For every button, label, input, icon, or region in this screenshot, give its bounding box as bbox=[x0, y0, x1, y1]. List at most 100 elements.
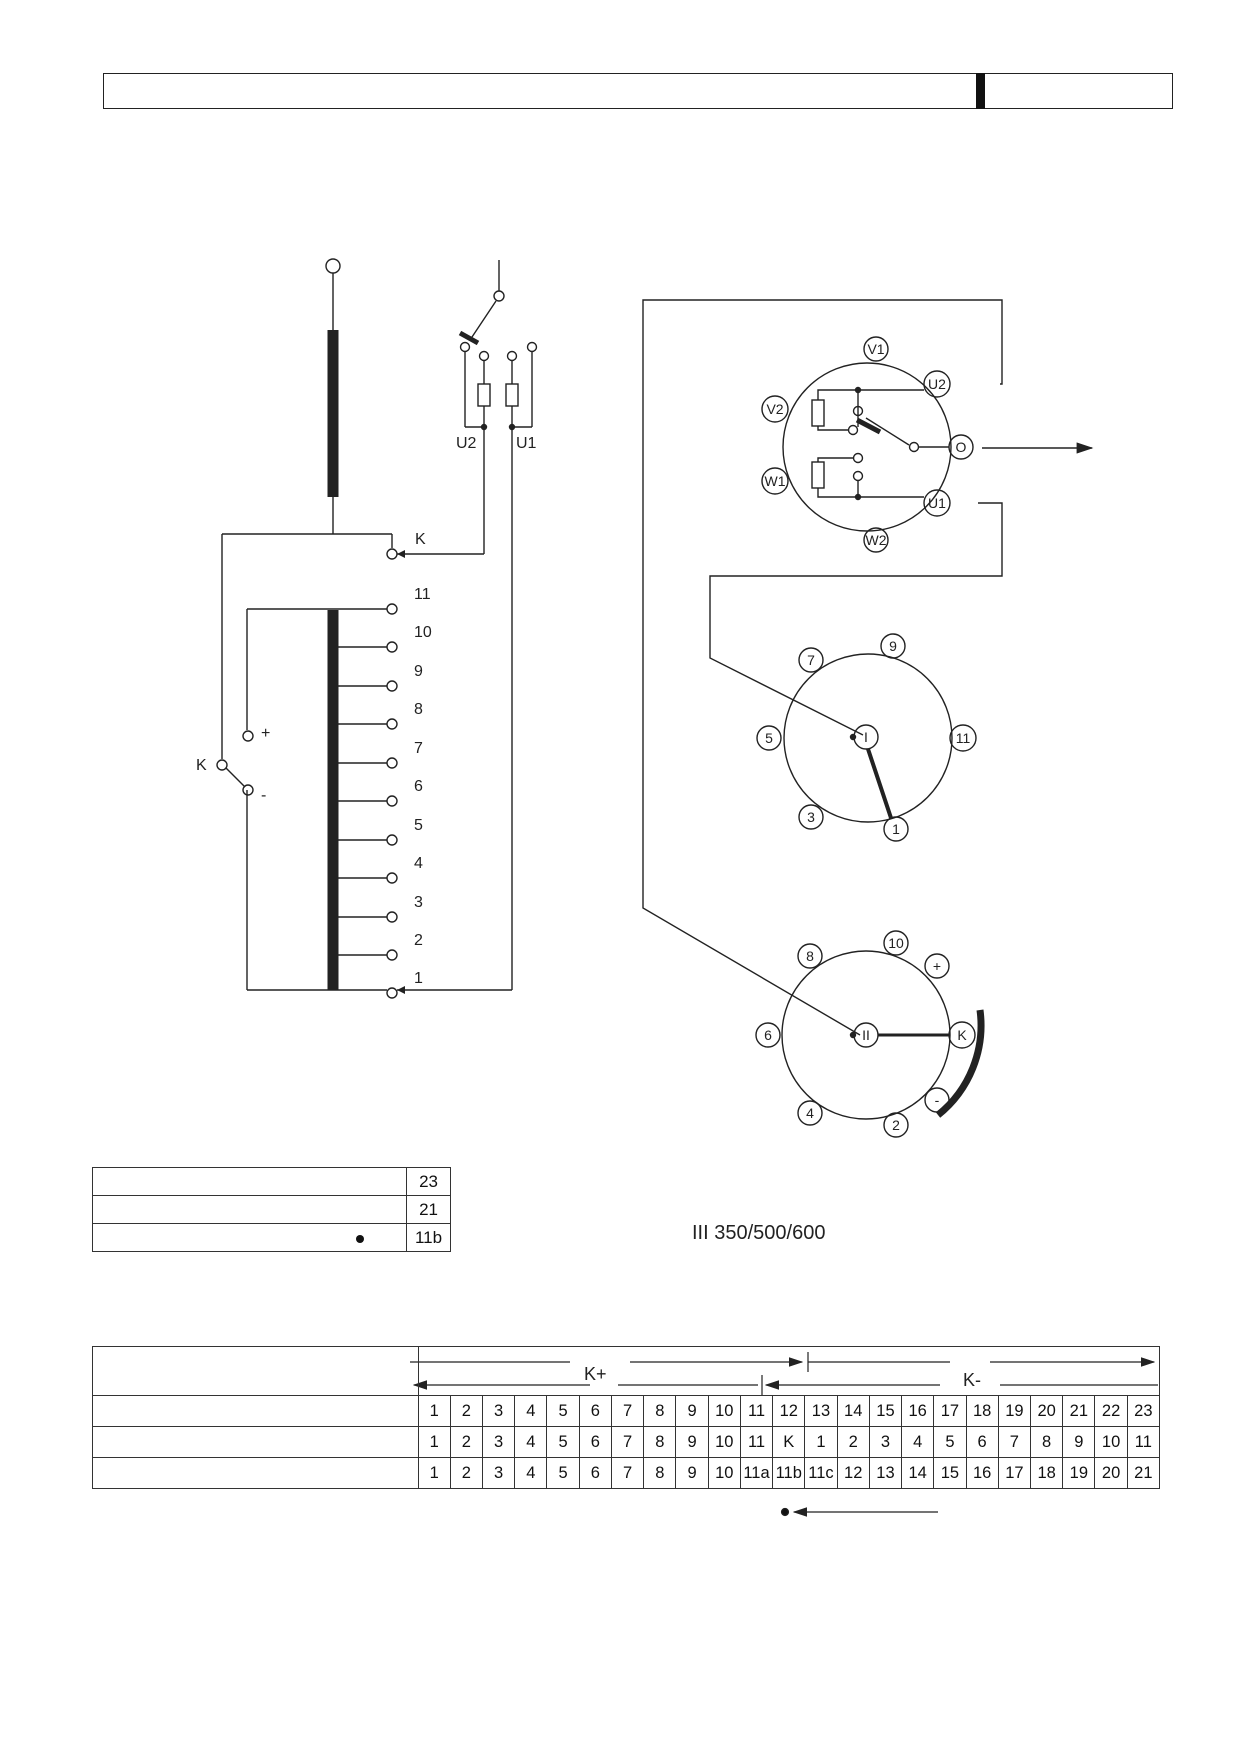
sequence-cell: 12 bbox=[836, 1457, 870, 1489]
label-3: 3 bbox=[807, 809, 815, 825]
sequence-cell: 10 bbox=[707, 1457, 741, 1489]
sequence-cell: 17 bbox=[997, 1457, 1032, 1489]
sequence-cell: 2 bbox=[836, 1426, 870, 1458]
switch-k-label: K bbox=[196, 757, 207, 774]
sequence-cell: 4 bbox=[514, 1457, 548, 1489]
sequence-cell: 8 bbox=[643, 1426, 677, 1458]
sequence-cell: 7 bbox=[610, 1395, 645, 1427]
model-label: III 350/500/600 bbox=[692, 1222, 826, 1244]
position-value: 21 bbox=[406, 1195, 451, 1224]
sequence-cell: 4 bbox=[514, 1426, 548, 1458]
sequence-cell: 6 bbox=[578, 1457, 612, 1489]
label-k: K bbox=[957, 1027, 967, 1043]
sequence-cell: 5 bbox=[546, 1395, 580, 1427]
left-circuit-labels: K U2 U1 K + - 11 10 9 8 7 6 5 4 3 2 1 bbox=[196, 435, 537, 987]
sequence-cell: 5 bbox=[546, 1426, 580, 1458]
label-plus: + bbox=[933, 958, 941, 974]
u1-label: U1 bbox=[516, 435, 537, 452]
k-label: K bbox=[415, 531, 426, 548]
sequence-cell: 4 bbox=[901, 1426, 935, 1458]
sequence-cell: 7 bbox=[997, 1426, 1032, 1458]
tap-label: 3 bbox=[414, 894, 423, 911]
sequence-cell: 20 bbox=[1094, 1457, 1128, 1489]
sequence-cell: 3 bbox=[482, 1395, 516, 1427]
sequence-cell: 11 bbox=[1126, 1426, 1161, 1458]
sequence-cell: 11b bbox=[772, 1457, 806, 1489]
sequence-cell: 8 bbox=[643, 1457, 677, 1489]
sequence-cell: 2 bbox=[449, 1426, 484, 1458]
sequence-cell: 15 bbox=[868, 1395, 903, 1427]
sequence-cell: 18 bbox=[1029, 1457, 1064, 1489]
selector-top bbox=[761, 336, 974, 553]
plus-label: + bbox=[261, 725, 270, 742]
sequence-cell: 2 bbox=[449, 1395, 484, 1427]
tap-label: 1 bbox=[414, 970, 423, 987]
sequence-cell: 6 bbox=[578, 1395, 612, 1427]
label-1: 1 bbox=[892, 821, 900, 837]
connection-lines bbox=[642, 299, 1094, 1036]
sequence-cell: 19 bbox=[997, 1395, 1032, 1427]
sequence-cell: 22 bbox=[1094, 1395, 1128, 1427]
label-8: 8 bbox=[806, 948, 814, 964]
label-minus: - bbox=[935, 1092, 940, 1108]
sequence-cell: 14 bbox=[836, 1395, 870, 1427]
sequence-cell: 8 bbox=[643, 1395, 677, 1427]
tap-label: 4 bbox=[414, 855, 423, 872]
minus-label: - bbox=[261, 787, 266, 804]
sequence-cell: 10 bbox=[707, 1426, 741, 1458]
selector-mid bbox=[756, 633, 977, 842]
selector-bottom-labels: 8 10 + 6 II K 4 2 - bbox=[764, 935, 967, 1133]
sequence-cell: 16 bbox=[901, 1395, 935, 1427]
sequence-cell: 11 bbox=[739, 1426, 774, 1458]
sequence-cell: 3 bbox=[868, 1426, 903, 1458]
position-value: 23 bbox=[406, 1167, 451, 1196]
sequence-cell: 17 bbox=[933, 1395, 967, 1427]
sequence-cell: 9 bbox=[675, 1457, 709, 1489]
label-v1: V1 bbox=[867, 341, 884, 357]
sequence-cell: 6 bbox=[578, 1426, 612, 1458]
sequence-cell: 6 bbox=[965, 1426, 999, 1458]
sequence-cell: 3 bbox=[482, 1426, 516, 1458]
sequence-cell: 21 bbox=[1062, 1395, 1096, 1427]
sequence-cell: 11a bbox=[739, 1457, 774, 1489]
u2-label: U2 bbox=[456, 435, 477, 452]
label-w2: W2 bbox=[866, 532, 887, 548]
left-circuit bbox=[216, 258, 538, 999]
sequence-cell: 1 bbox=[417, 1395, 451, 1427]
selector-top-labels: V1 U2 V2 O W1 U1 W2 bbox=[765, 341, 967, 548]
sequence-cell: 10 bbox=[707, 1395, 741, 1427]
tap-label: 2 bbox=[414, 932, 423, 949]
sequence-cell: 4 bbox=[514, 1395, 548, 1427]
sequence-cell: 10 bbox=[1094, 1426, 1128, 1458]
label-7: 7 bbox=[807, 652, 815, 668]
tap-label: 8 bbox=[414, 701, 423, 718]
sequence-cell: 2 bbox=[449, 1457, 484, 1489]
sequence-cell: 9 bbox=[1062, 1426, 1096, 1458]
label-w1: W1 bbox=[765, 473, 786, 489]
label-v2: V2 bbox=[766, 401, 783, 417]
sequence-cell: 3 bbox=[482, 1457, 516, 1489]
sequence-cell: 8 bbox=[1029, 1426, 1064, 1458]
header-mark bbox=[976, 73, 985, 109]
sequence-cell: 9 bbox=[675, 1395, 709, 1427]
selector-mid-labels: 7 9 5 I 11 3 1 bbox=[765, 638, 970, 837]
sequence-cell: 20 bbox=[1029, 1395, 1064, 1427]
label-6: 6 bbox=[764, 1027, 772, 1043]
tap-label: 9 bbox=[414, 663, 423, 680]
label-2: 2 bbox=[892, 1117, 900, 1133]
header-bar bbox=[103, 73, 1173, 109]
tap-lines bbox=[333, 646, 387, 956]
position-table: 23 21 11b bbox=[91, 1167, 451, 1252]
sequence-cell: 11c bbox=[804, 1457, 838, 1489]
sequence-cell: 1 bbox=[417, 1426, 451, 1458]
label-11: 11 bbox=[956, 730, 971, 746]
tap-label: 11 bbox=[414, 586, 431, 603]
position-dot bbox=[356, 1235, 365, 1243]
sequence-cell: 13 bbox=[804, 1395, 838, 1427]
sequence-cell: 16 bbox=[965, 1457, 999, 1489]
sequence-cell: 11 bbox=[739, 1395, 774, 1427]
sequence-cell: 9 bbox=[675, 1426, 709, 1458]
